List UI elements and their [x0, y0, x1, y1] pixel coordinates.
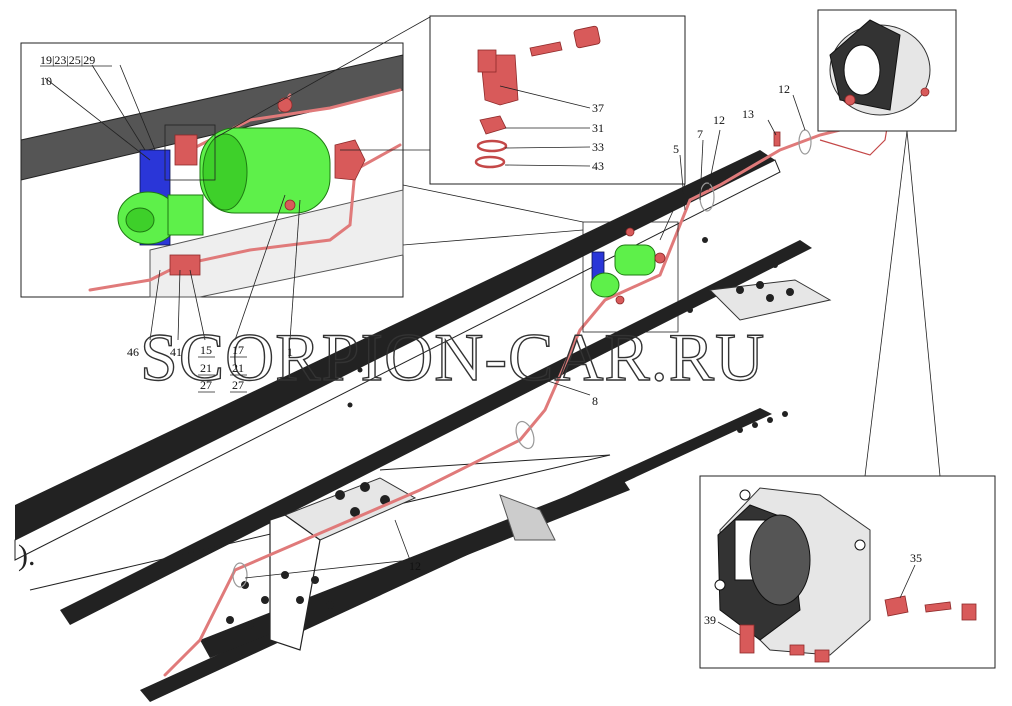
label-35: 35 [910, 551, 922, 565]
label-15: 15 [200, 343, 212, 357]
washer-33 [476, 139, 508, 153]
label-12-b: 12 [778, 82, 790, 96]
inset-valve-detail [20, 42, 404, 298]
label-8: 8 [592, 394, 598, 408]
label-27b: 27 [232, 378, 244, 392]
chassis-frame [14, 150, 832, 702]
label-31: 31 [592, 121, 604, 135]
label-33: 33 [592, 140, 604, 154]
fitting-35 [884, 595, 909, 617]
callout-leaders [44, 64, 916, 636]
partial-text: ). [18, 539, 36, 572]
upper-rail-face [14, 159, 781, 561]
frame-holes [226, 237, 794, 629]
label-41: 41 [170, 345, 182, 359]
label-17: 17 [232, 343, 244, 357]
fitting-nipple [529, 41, 563, 57]
label-37: 37 [592, 101, 604, 115]
label-13: 13 [742, 107, 754, 121]
label-43: 43 [592, 159, 604, 173]
inset-fittings [429, 15, 686, 185]
inset-brake-chamber-small [817, 9, 957, 132]
label-10: 10 [40, 74, 52, 88]
label-21b: 21 [232, 361, 244, 375]
label-12-c: 12 [409, 559, 421, 573]
label-12-a: 12 [713, 113, 725, 127]
label-27a: 27 [200, 378, 212, 392]
label-5: 5 [673, 142, 679, 156]
upper-rail-top-edge [15, 150, 775, 540]
label-39: 39 [704, 613, 716, 627]
label-46: 46 [127, 345, 139, 359]
lower-rail-edge [60, 240, 812, 625]
label-7: 7 [697, 127, 703, 141]
washer-43 [474, 155, 506, 169]
label-19-23-25-29: 19|23|25|29 [40, 53, 95, 67]
label-21a: 21 [200, 361, 212, 375]
check-valve-13 [773, 131, 781, 147]
fitting-39 [739, 624, 755, 654]
callout-labels: 19|23|25|29 10 46 41 15 21 27 17 21 27 1… [40, 53, 922, 627]
valve-assembly-small [582, 221, 679, 333]
connector-lines [214, 16, 941, 477]
fitting-nut [573, 25, 601, 49]
inset-brake-chamber-large [699, 475, 996, 669]
label-1: 1 [287, 345, 293, 359]
